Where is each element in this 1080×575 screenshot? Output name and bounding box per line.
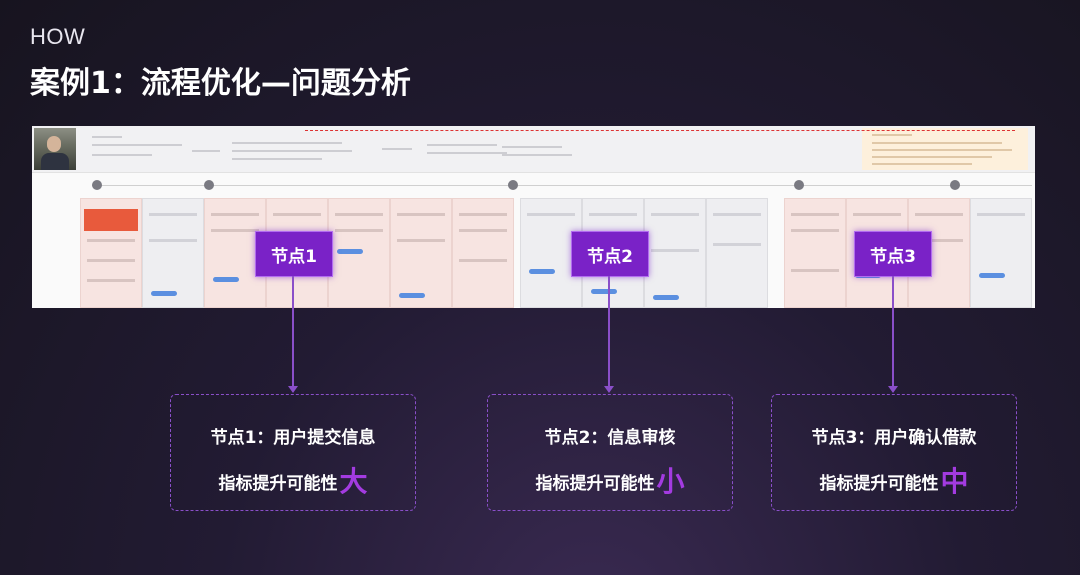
stage-row	[32, 174, 1035, 196]
connector-1	[292, 276, 294, 386]
node-2-desc: 节点2：信息审核	[488, 423, 732, 448]
node-1-label: 节点1	[255, 231, 333, 277]
node-3-desc: 节点3：用户确认借款	[772, 423, 1016, 448]
connector-3	[892, 276, 894, 386]
node-2-card: 节点2：信息审核 指标提升可能性小	[487, 394, 733, 511]
node-3-label: 节点3	[854, 231, 932, 277]
node-2-metric: 指标提升可能性	[535, 474, 654, 494]
slide-title: 案例1：流程优化—问题分析	[30, 58, 411, 102]
kicker: HOW	[30, 24, 85, 50]
flow-screenshot	[32, 126, 1035, 308]
node-3-metric: 指标提升可能性	[819, 474, 938, 494]
node-2-level: 小	[656, 465, 684, 498]
node-3-level: 中	[940, 465, 968, 498]
node-1-card: 节点1：用户提交信息 指标提升可能性大	[170, 394, 416, 511]
note-card	[862, 128, 1028, 170]
node-1-metric: 指标提升可能性	[218, 474, 337, 494]
flow-connector	[305, 130, 1015, 131]
connector-2	[608, 276, 610, 386]
user-photo	[34, 128, 76, 170]
node-1-desc: 节点1：用户提交信息	[171, 423, 415, 448]
node-1-level: 大	[339, 465, 367, 498]
arrow-1	[288, 386, 298, 393]
node-3-card: 节点3：用户确认借款 指标提升可能性中	[771, 394, 1017, 511]
node-2-label: 节点2	[571, 231, 649, 277]
arrow-2	[604, 386, 614, 393]
screenshot-header	[32, 126, 1035, 173]
arrow-3	[888, 386, 898, 393]
